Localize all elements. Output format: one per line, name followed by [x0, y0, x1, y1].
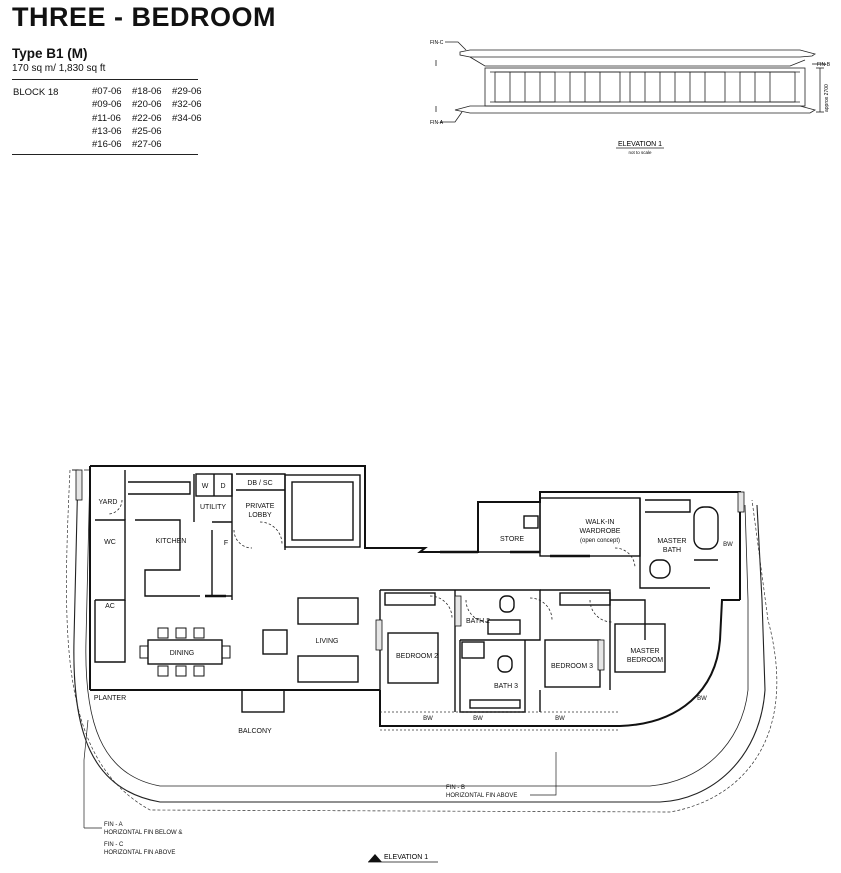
room-label-wardrobe: (open concept) [580, 538, 620, 544]
room-label-private-lobby: PRIVATE [246, 503, 275, 510]
room-label-bath-3: BATH 3 [494, 683, 518, 690]
unit-number: #34-06 [172, 112, 202, 124]
room-label-master-bedroom: MASTER [630, 648, 659, 655]
elevation-fin-b-label: FIN-B [817, 62, 831, 68]
fin-a-desc: HORIZONTAL FIN BELOW & [104, 830, 182, 836]
divider-top [12, 79, 198, 80]
room-label-master-bath: MASTER [657, 538, 686, 545]
room-label-wardrobe: WARDROBE [580, 528, 621, 535]
room-label-utility: UTILITY [200, 504, 226, 511]
unit-number: #32-06 [172, 99, 202, 111]
elevation-height-label: approx 2700 [824, 84, 830, 112]
unit-type: Type B1 (M) [12, 46, 88, 61]
unit-number: #22-06 [132, 112, 162, 124]
room-label-bedroom-2: BEDROOM 2 [396, 653, 438, 660]
room-label-store: STORE [500, 536, 524, 543]
room-label-bay-window: BW [723, 542, 733, 548]
page-title: THREE - BEDROOM [12, 2, 276, 32]
floor-plan [66, 465, 778, 813]
elevation-drawing [435, 41, 826, 123]
divider-bottom [12, 154, 198, 155]
unit-number: #27-06 [132, 139, 162, 151]
room-label-private-lobby: LOBBY [248, 512, 272, 519]
fin-b-label: FIN - B [446, 785, 465, 791]
room-label-fridge: F [224, 540, 228, 547]
unit-number: #29-06 [172, 86, 202, 97]
unit-area: 170 sq m/ 1,830 sq ft [12, 63, 106, 74]
room-label-dining: DINING [170, 650, 195, 657]
balcony-edge [72, 469, 766, 803]
unit-number: #20-06 [132, 99, 162, 111]
room-label-bay-window: BW [473, 716, 483, 722]
room-label-db-sc: DB / SC [247, 480, 272, 487]
fin-c-desc: HORIZONTAL FIN ABOVE [104, 850, 175, 856]
elevation-subtitle: not to scale [628, 150, 652, 155]
unit-number: #09-06 [92, 99, 122, 111]
elevation-marker: ELEVATION 1 [368, 854, 438, 863]
room-label-living: LIVING [316, 638, 339, 645]
room-label-bay-window: BW [697, 696, 707, 702]
room-label-bay-window: BW [555, 716, 565, 722]
elevation-fin-c-label: FIN-C [430, 40, 444, 46]
unit-number: #13-06 [92, 125, 122, 137]
room-label-bay-window: BW [423, 716, 433, 722]
unit-number: #18-06 [132, 86, 162, 97]
block-label: BLOCK 18 [13, 87, 59, 98]
elevation-title: ELEVATION 1 [618, 141, 662, 148]
elevation-marker-label: ELEVATION 1 [384, 854, 428, 861]
room-label-washer: W [202, 483, 209, 490]
room-label-master-bath: BATH [663, 547, 681, 554]
room-label-wardrobe: WALK-IN [586, 519, 615, 526]
unit-number: #11-06 [92, 112, 121, 124]
room-label-balcony: BALCONY [238, 728, 272, 735]
room-label-master-bedroom: BEDROOM [627, 657, 663, 664]
room-label-planter: PLANTER [94, 695, 126, 702]
fin-c-label: FIN - C [104, 842, 124, 848]
unit-number: #16-06 [92, 139, 122, 151]
room-label-dryer: D [220, 483, 225, 490]
room-label-bath-2: BATH 2 [466, 618, 490, 625]
fin-b-desc: HORIZONTAL FIN ABOVE [446, 793, 517, 799]
room-label-kitchen: KITCHEN [156, 538, 187, 545]
unit-list: #07-06 #18-06 #29-06 #09-06 #20-06 #32-0… [92, 86, 212, 151]
room-label-yard: YARD [99, 499, 118, 506]
unit-number: #07-06 [92, 86, 122, 97]
room-label-wc: WC [104, 539, 116, 546]
unit-number: #25-06 [132, 125, 162, 137]
fin-a-label: FIN - A [104, 822, 123, 828]
elevation-fin-a-label: FIN-A [430, 120, 444, 126]
room-label-ac: AC [105, 603, 115, 610]
room-label-bedroom-3: BEDROOM 3 [551, 663, 593, 670]
